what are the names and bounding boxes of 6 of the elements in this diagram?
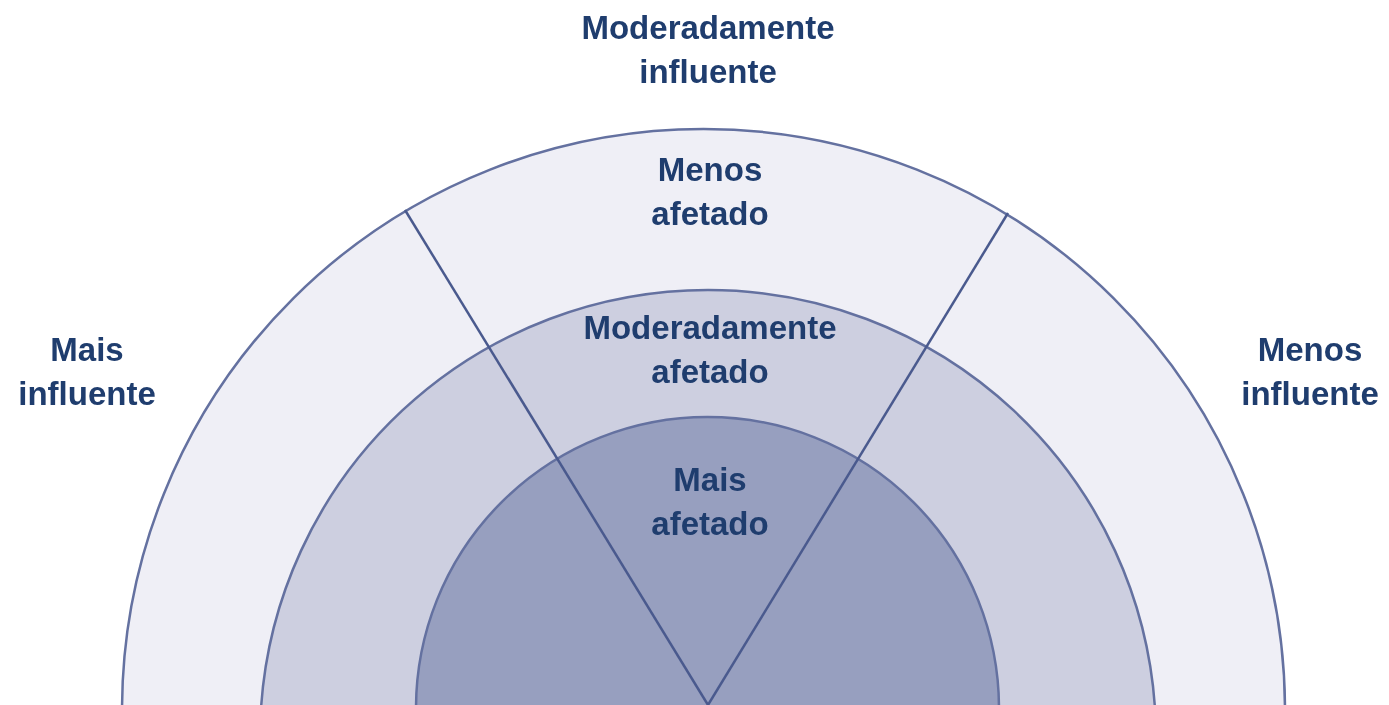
axis-label: Moderadamente influente xyxy=(580,8,836,92)
band-label: Menos afetado xyxy=(650,150,770,234)
axis-label: Mais influente xyxy=(17,330,157,414)
band-label: Mais afetado xyxy=(650,460,770,544)
band-label: Moderadamente afetado xyxy=(582,308,838,392)
axis-label: Menos influente xyxy=(1240,330,1380,414)
